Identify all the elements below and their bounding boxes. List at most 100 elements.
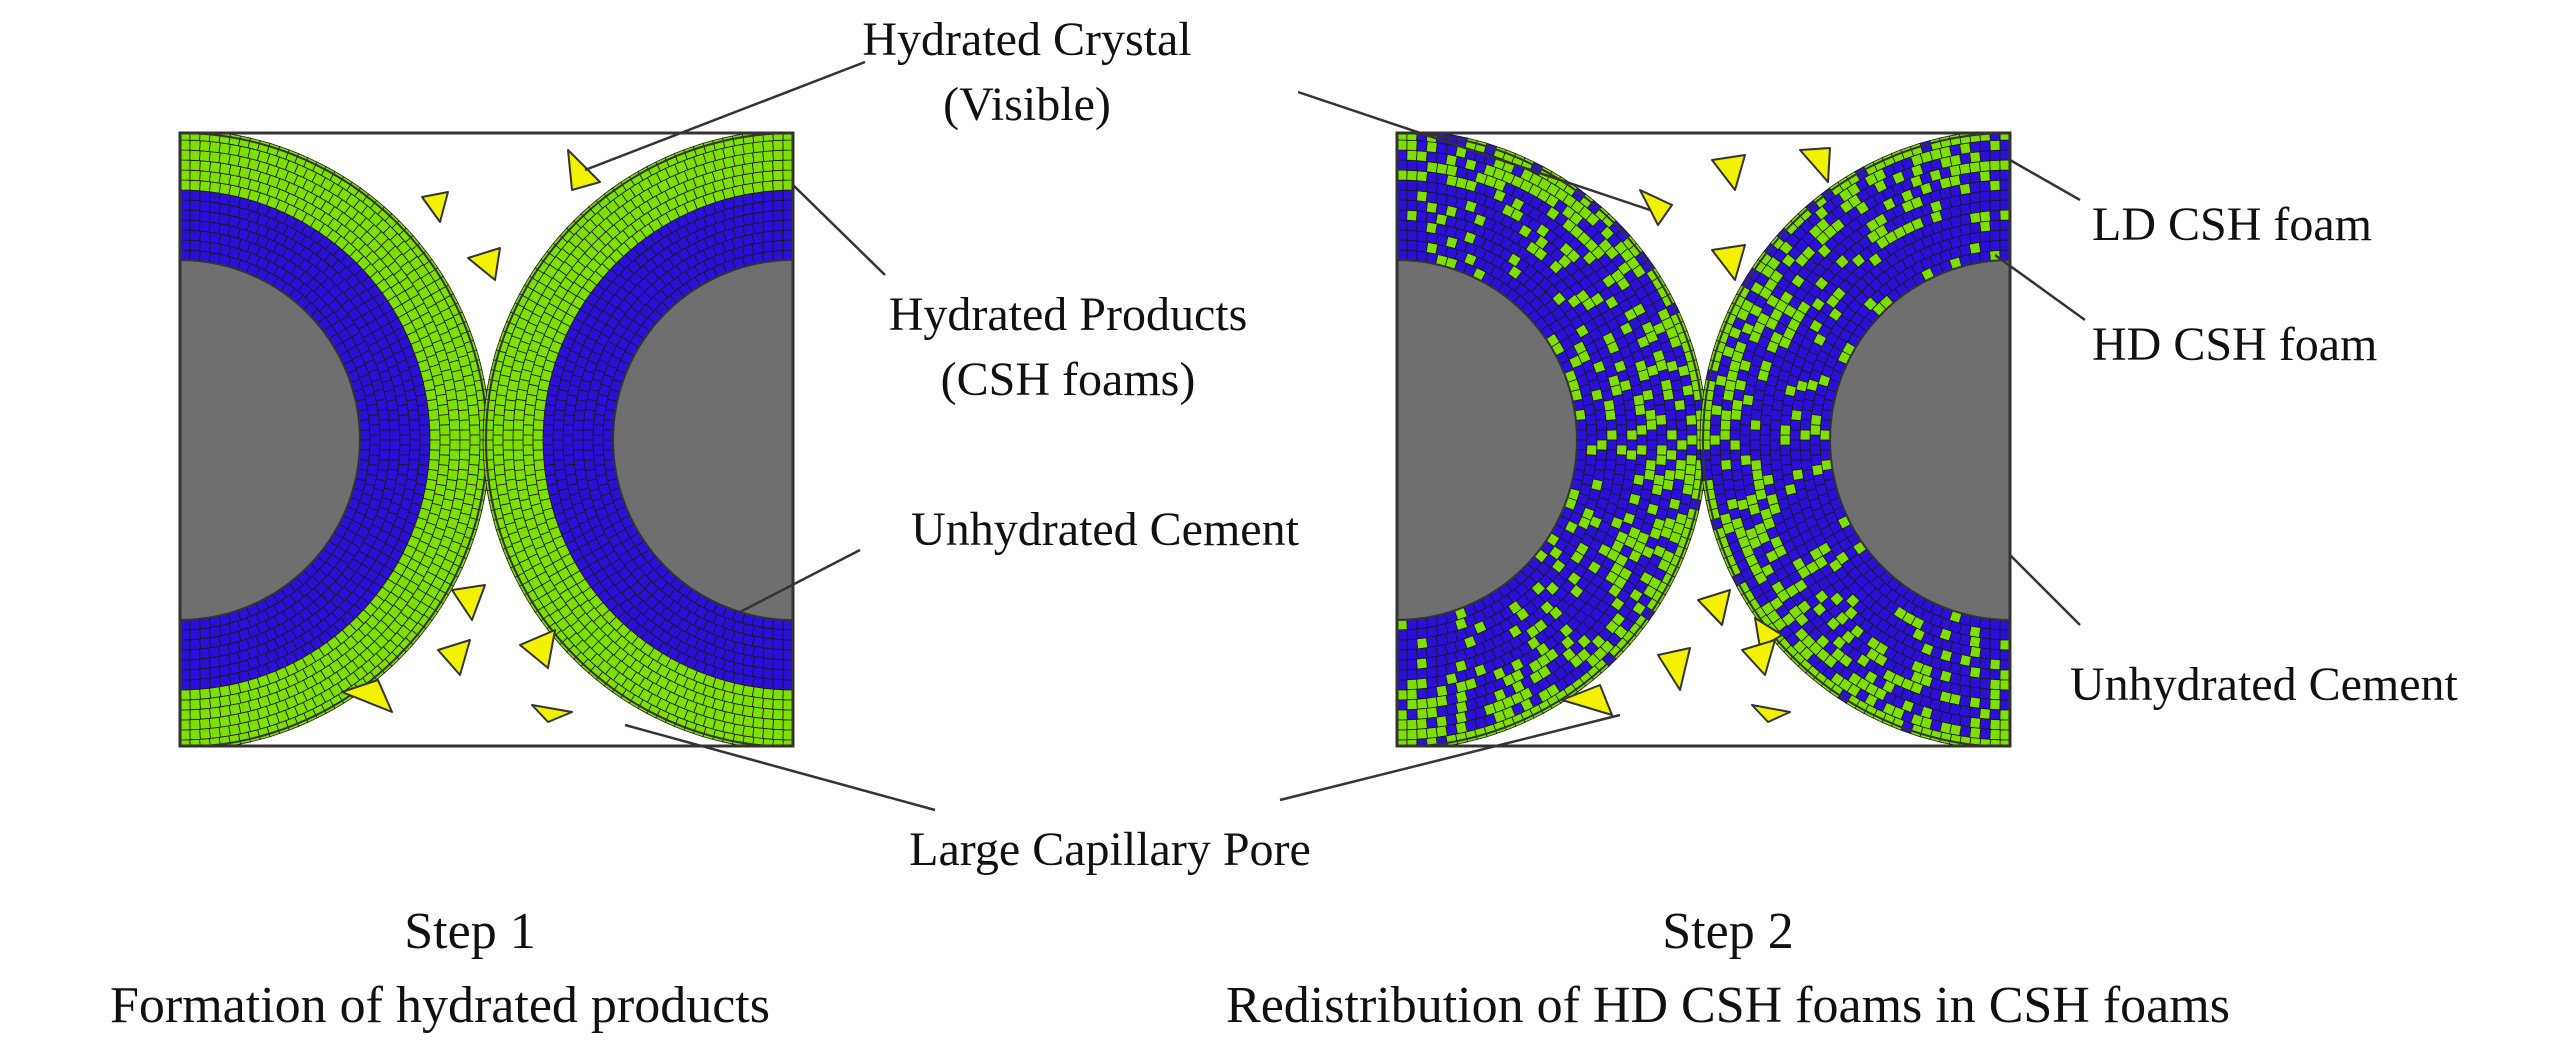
csh-foam-cell [1645,449,1658,461]
csh-foam-cell [1999,739,2010,746]
csh-foam-cell [1819,439,1831,451]
csh-foam-cell [1968,181,1982,194]
csh-foam-cell [1999,649,2010,661]
csh-foam-cell [180,149,191,161]
csh-foam-cell [1615,454,1627,466]
csh-foam-cell [513,459,526,472]
csh-foam-cell [189,728,201,741]
csh-foam-cell [1685,414,1698,426]
csh-foam-cell [189,169,201,182]
csh-foam-cell [1959,152,1972,165]
csh-foam-cell [458,409,470,421]
csh-foam-cell [572,429,584,441]
csh-foam-cell [1406,648,1418,661]
csh-foam-cell [1789,449,1802,461]
csh-foam-cell [484,399,497,412]
csh-foam-cell [1979,667,1991,680]
csh-foam-cell [1739,454,1752,466]
csh-foam-cell [1999,669,2010,681]
csh-foam-cell [458,459,470,471]
csh-foam-cell [1397,659,1408,671]
csh-foam-cell [762,738,774,746]
csh-foam-cell [1406,698,1418,711]
csh-foam-cell [439,444,451,456]
csh-foam-cell [782,249,793,261]
csh-foam-cell [1999,179,2010,191]
csh-foam-cell [466,473,479,486]
csh-foam-cell [1676,429,1688,441]
csh-foam-cell [208,676,222,689]
csh-foam-cell [1643,398,1656,412]
csh-foam-cell [180,739,191,746]
csh-foam-cell [1406,728,1418,741]
csh-foam-cell [1968,171,1981,184]
csh-foam-cell [180,219,191,231]
csh-foam-cell [1979,210,1992,223]
csh-foam-cell [199,728,211,740]
csh-foam-cell [408,419,421,431]
csh-foam-cell [1690,379,1704,392]
csh-foam-cell [782,629,793,641]
csh-foam-cell [189,678,201,691]
step1-panel [178,131,795,748]
csh-foam-cell [772,678,784,691]
csh-foam-cell [542,424,554,436]
csh-foam-cell [782,619,793,631]
csh-foam-cell [762,210,775,223]
csh-foam-cell [1999,629,2010,641]
step2-hydrated-crystals [1561,147,1831,723]
csh-foam-cell [406,398,419,412]
csh-foam-cell [1739,414,1752,426]
csh-foam-cell [1989,209,2001,222]
csh-foam-cell [782,139,793,151]
csh-foam-cell [379,439,391,451]
csh-foam-cell [592,444,605,456]
csh-foam-cell [1686,424,1698,436]
csh-foam-cell [1416,728,1428,740]
csh-foam-cell [180,139,191,151]
csh-foam-cell [1666,429,1678,441]
csh-foam-cell [1604,409,1617,422]
hydrated-crystal-icon [1751,704,1791,723]
csh-foam-cell [1710,404,1723,416]
csh-foam-cell [209,171,222,184]
csh-foam-cell [458,449,471,461]
csh-foam-cell [209,161,222,174]
csh-foam-cell [1416,707,1429,720]
csh-foam-cell [1397,169,1408,181]
csh-foam-cell [189,239,202,252]
csh-foam-cell [1979,728,1991,740]
csh-foam-cell [1731,398,1744,411]
csh-foam-cell [1780,454,1792,466]
csh-foam-cell [1406,688,1418,701]
csh-foam-cell [1739,424,1751,436]
csh-foam-cell [180,649,191,661]
csh-foam-cell [1719,449,1732,461]
csh-foam-cell [522,424,534,436]
csh-foam-cell [469,444,481,456]
csh-foam-cell [761,240,774,253]
csh-foam-cell [513,408,526,421]
csh-foam-cell [543,414,555,426]
csh-foam-cell [367,454,380,467]
csh-foam-cell [553,409,566,421]
csh-foam-cell [1686,444,1698,456]
csh-foam-cell [1979,718,1991,730]
csh-foam-cell [1978,637,1991,650]
csh-foam-cell [180,189,191,201]
hydrated-crystal-icon [1697,589,1731,626]
csh-foam-cell [1780,463,1794,476]
csh-foam-cell [512,419,525,431]
csh-foam-cell [482,419,495,431]
csh-foam-cell [1425,676,1439,689]
csh-foam-cell [1978,170,1991,183]
csh-foam-cell [1406,139,1418,152]
csh-foam-cell [447,408,460,421]
csh-foam-cell [752,221,765,235]
csh-foam-cell [1789,419,1802,431]
csh-foam-cell [1739,434,1751,446]
csh-foam-cell [1684,404,1697,416]
csh-foam-cell [483,409,495,421]
csh-foam-cell [1999,139,2010,151]
